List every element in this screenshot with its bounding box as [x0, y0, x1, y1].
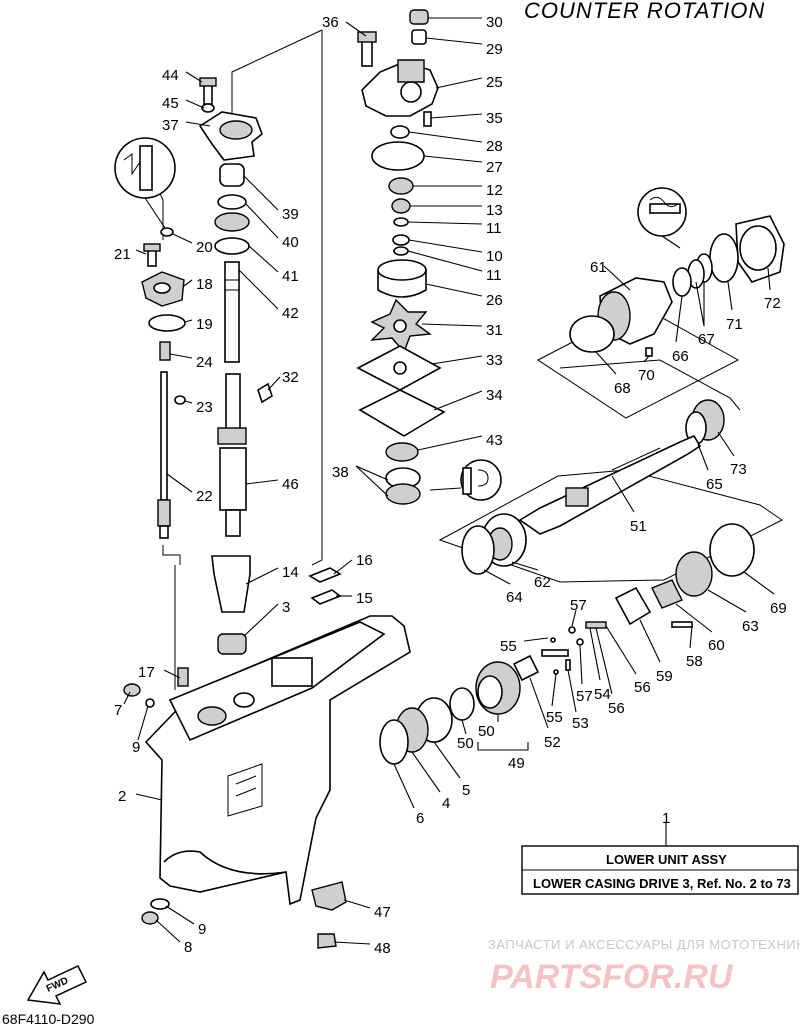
callout-48: 48 — [374, 940, 391, 957]
callout-57: 57 — [570, 597, 587, 614]
callout-35: 35 — [486, 110, 503, 127]
watermark-logo: PARTSFOR.RU — [490, 958, 734, 996]
callout-2: 2 — [118, 788, 126, 805]
callout-31: 31 — [486, 322, 503, 339]
callout-17: 17 — [138, 664, 155, 681]
callout-12: 12 — [486, 182, 503, 199]
callout-36: 36 — [322, 14, 339, 31]
callout-9: 9 — [132, 739, 140, 756]
callout-71: 71 — [726, 316, 743, 333]
assy-name: LOWER UNIT ASSY — [606, 852, 727, 867]
callout-20: 20 — [196, 239, 213, 256]
callout-52: 52 — [544, 734, 561, 751]
callout-38: 38 — [332, 464, 349, 481]
leader-lines — [123, 17, 775, 945]
callout-labels: 3029253528271213111011263133344338364445… — [114, 14, 787, 957]
callout-22: 22 — [196, 488, 213, 505]
callout-37: 37 — [162, 117, 179, 134]
callout-59: 59 — [656, 668, 673, 685]
water-pump-parts — [356, 9, 502, 505]
callout-73: 73 — [730, 461, 747, 478]
lower-casing — [123, 615, 411, 949]
callout-63: 63 — [742, 618, 759, 635]
fwd-arrow-icon: FWD — [26, 965, 88, 1005]
callout-49: 49 — [508, 755, 525, 772]
callout-21: 21 — [114, 246, 131, 263]
callout-57: 57 — [576, 688, 593, 705]
callout-34: 34 — [486, 387, 503, 404]
callout-28: 28 — [486, 138, 503, 155]
propeller-shaft-parts — [379, 187, 785, 765]
callout-51: 51 — [630, 518, 647, 535]
callout-40: 40 — [282, 234, 299, 251]
callout-16: 16 — [356, 552, 373, 569]
callout-5: 5 — [462, 782, 470, 799]
callout-67: 67 — [698, 331, 715, 348]
callout-70: 70 — [638, 367, 655, 384]
callout-69: 69 — [770, 600, 787, 617]
callout-60: 60 — [708, 637, 725, 654]
diagram-code: 68F4110-D290 — [2, 1011, 95, 1027]
callout-33: 33 — [486, 352, 503, 369]
callout-26: 26 — [486, 292, 503, 309]
assy-ref: LOWER CASING DRIVE 3, Ref. No. 2 to 73 — [533, 876, 791, 891]
callout-55: 55 — [546, 709, 563, 726]
callout-19: 19 — [196, 316, 213, 333]
callout-6: 6 — [416, 810, 424, 827]
callout-66: 66 — [672, 348, 689, 365]
callout-44: 44 — [162, 67, 179, 84]
callout-29: 29 — [486, 41, 503, 58]
callout-8: 8 — [184, 939, 192, 956]
callout-11: 11 — [486, 267, 502, 284]
callout-65: 65 — [706, 476, 723, 493]
callout-56: 56 — [608, 700, 625, 717]
callout-4: 4 — [442, 795, 450, 812]
drive-shaft-parts — [198, 77, 342, 655]
callout-62: 62 — [534, 574, 551, 591]
callout-72: 72 — [764, 295, 781, 312]
callout-25: 25 — [486, 74, 503, 91]
callout-24: 24 — [196, 354, 213, 371]
callout-50: 50 — [478, 723, 495, 740]
callout-43: 43 — [486, 432, 503, 449]
callout-10: 10 — [486, 248, 503, 265]
callout-3: 3 — [282, 599, 290, 616]
callout-14: 14 — [282, 564, 299, 581]
callout-42: 42 — [282, 305, 299, 322]
callout-11: 11 — [486, 220, 502, 237]
callout-23: 23 — [196, 399, 213, 416]
callout-9: 9 — [198, 921, 206, 938]
callout-56: 56 — [634, 679, 651, 696]
diagram-title: COUNTER ROTATION — [524, 0, 765, 23]
callout-54: 54 — [594, 686, 611, 703]
callout-68: 68 — [614, 380, 631, 397]
callout-39: 39 — [282, 206, 299, 223]
callout-1: 1 — [662, 810, 670, 827]
callout-53: 53 — [572, 715, 589, 732]
callout-55: 55 — [500, 638, 517, 655]
callout-64: 64 — [506, 589, 523, 606]
assembly-info-box: LOWER UNIT ASSY LOWER CASING DRIVE 3, Re… — [521, 822, 799, 895]
callout-50: 50 — [457, 735, 474, 752]
callout-58: 58 — [686, 653, 703, 670]
callout-47: 47 — [374, 904, 391, 921]
callout-45: 45 — [162, 95, 179, 112]
callout-7: 7 — [114, 702, 122, 719]
callout-27: 27 — [486, 159, 503, 176]
callout-61: 61 — [590, 259, 607, 276]
callout-41: 41 — [282, 268, 299, 285]
callout-13: 13 — [486, 202, 503, 219]
watermark-text: ЗАПЧАСТИ И АКСЕССУАРЫ ДЛЯ МОТОТЕХНИКИ — [488, 937, 800, 952]
shift-rod-parts — [114, 137, 186, 539]
callout-18: 18 — [196, 276, 213, 293]
callout-30: 30 — [486, 14, 503, 31]
callout-32: 32 — [282, 369, 299, 386]
callout-15: 15 — [356, 590, 373, 607]
callout-46: 46 — [282, 476, 299, 493]
